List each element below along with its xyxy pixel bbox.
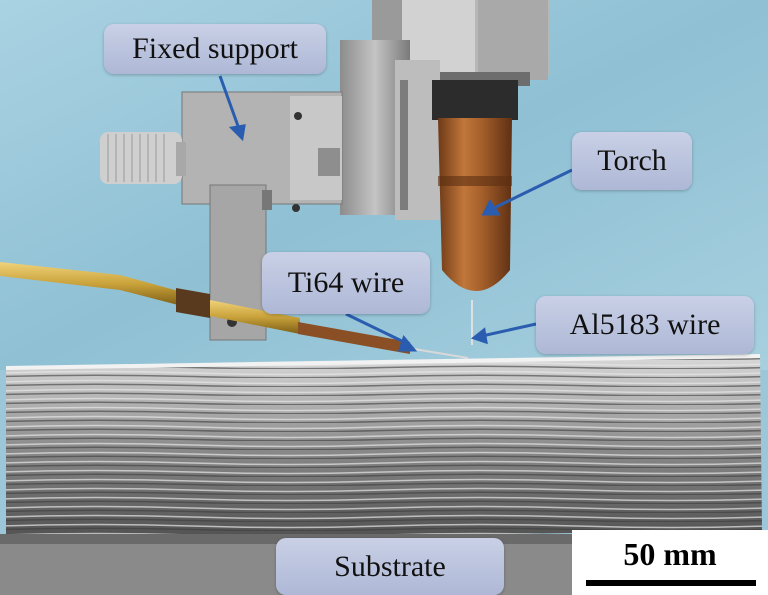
arrow-torch bbox=[493, 168, 573, 210]
label-ti64-wire: Ti64 wire bbox=[262, 252, 430, 314]
ti64-feeder bbox=[0, 262, 469, 359]
label-al5183-wire: Al5183 wire bbox=[536, 296, 754, 354]
arrow-al5183 bbox=[481, 322, 537, 338]
knurled-knob bbox=[100, 132, 186, 184]
label-torch: Torch bbox=[572, 132, 692, 190]
scale-bar-line bbox=[586, 580, 756, 586]
label-fixed-support: Fixed support bbox=[104, 24, 326, 74]
arrow-ti64 bbox=[345, 312, 409, 346]
scale-bar-text: 50 mm bbox=[623, 536, 717, 572]
scale-bar: 50 mm bbox=[572, 530, 768, 595]
label-substrate: Substrate bbox=[276, 538, 504, 595]
arrow-head-ti64 bbox=[397, 334, 418, 352]
torch-nozzle bbox=[432, 80, 518, 345]
deposited-wall bbox=[5, 354, 762, 542]
arrow-head-al5183 bbox=[470, 327, 488, 345]
arrow-fixed-support bbox=[218, 75, 240, 127]
arrow-head-torch bbox=[481, 199, 501, 216]
wire-feeder-block bbox=[340, 40, 440, 220]
annotation-arrows bbox=[218, 75, 573, 352]
arrow-head-fixed-support bbox=[228, 124, 246, 142]
